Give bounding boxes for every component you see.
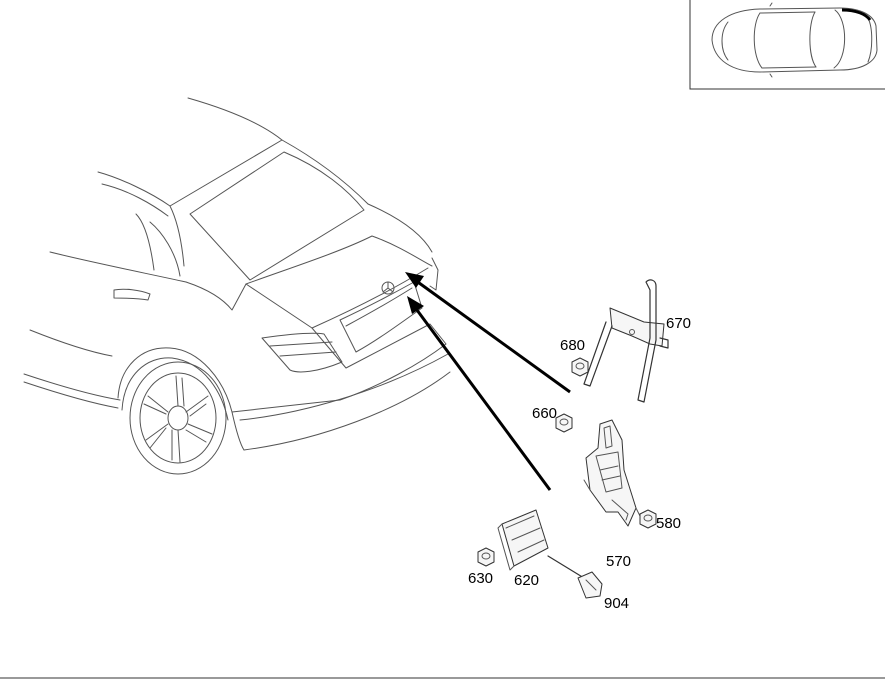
part-660-nut bbox=[555, 413, 573, 433]
wire-620-904 bbox=[547, 555, 585, 579]
part-670-bracket bbox=[583, 279, 669, 403]
label-630: 630 bbox=[468, 570, 493, 587]
label-904: 904 bbox=[604, 595, 629, 612]
inset-car-top-view bbox=[689, 0, 885, 90]
part-580-nut bbox=[639, 509, 657, 529]
callout-labels: 670 680 660 580 570 630 620 904 bbox=[468, 315, 691, 612]
part-570-mounting-plate bbox=[583, 419, 643, 527]
inset-car-outline bbox=[711, 2, 878, 78]
label-570: 570 bbox=[606, 553, 631, 570]
arrowhead-upper bbox=[405, 272, 424, 288]
arrow-to-plate-lower bbox=[412, 305, 552, 491]
label-670: 670 bbox=[666, 315, 691, 332]
pointer-arrows bbox=[405, 272, 571, 491]
car-rear-view bbox=[23, 97, 451, 475]
part-630-nut bbox=[477, 547, 495, 567]
label-680: 680 bbox=[560, 337, 585, 354]
part-620-control-unit bbox=[497, 509, 585, 579]
arrow-to-plate-upper bbox=[414, 278, 571, 394]
inset-frame bbox=[689, 0, 885, 90]
label-580: 580 bbox=[656, 515, 681, 532]
inset-highlight bbox=[841, 8, 872, 21]
arrowhead-lower bbox=[407, 296, 424, 314]
label-620: 620 bbox=[514, 572, 539, 589]
part-904-connector bbox=[577, 571, 603, 599]
part-680-nut bbox=[571, 357, 589, 377]
label-660: 660 bbox=[532, 405, 557, 422]
